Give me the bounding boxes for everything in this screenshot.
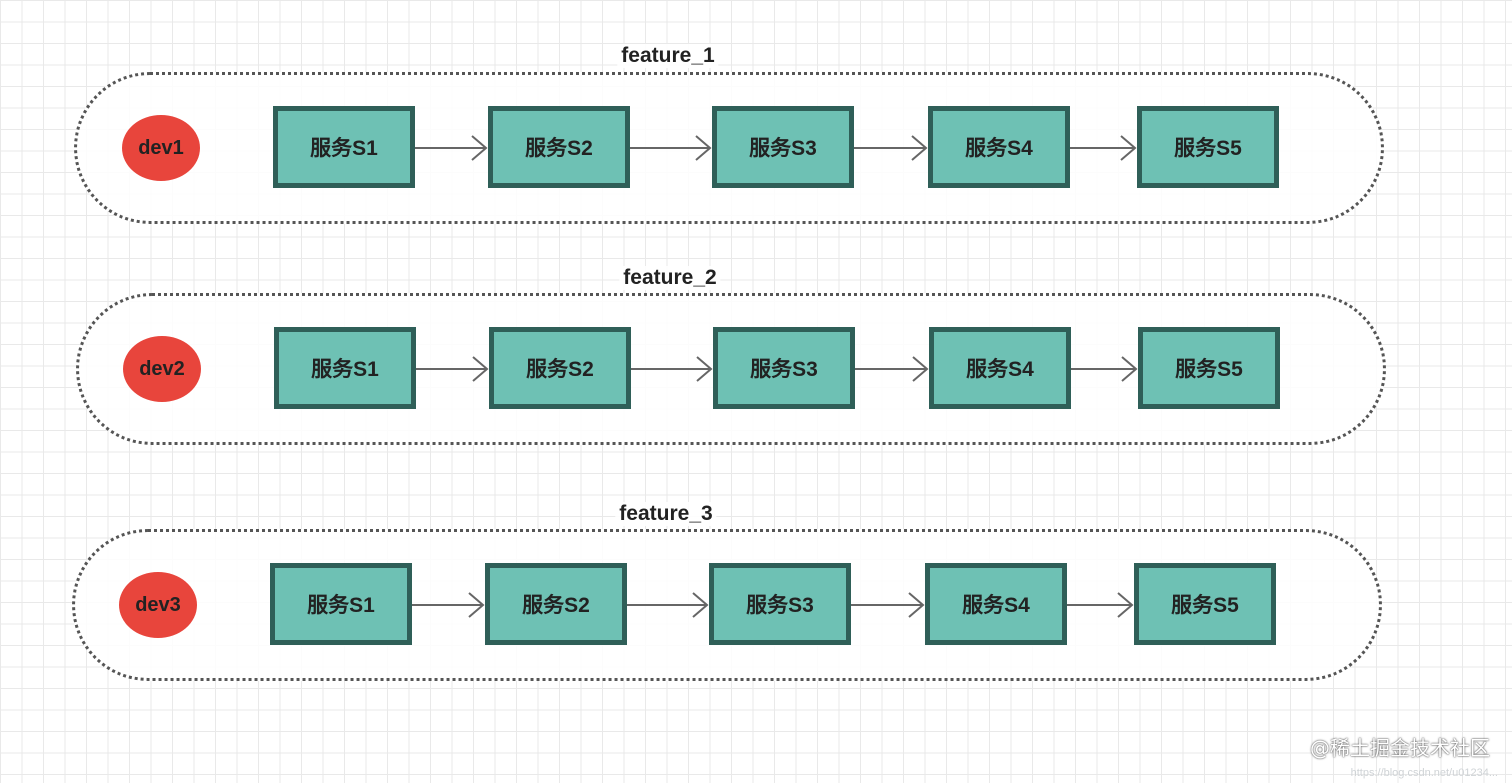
arrow-connector — [1070, 135, 1137, 161]
arrow-connector — [630, 135, 712, 161]
service-node: 服务S2 — [489, 327, 631, 409]
watermark: @稀土掘金技术社区 — [1310, 736, 1490, 760]
service-node: 服务S3 — [709, 563, 851, 645]
arrow-connector — [627, 592, 709, 618]
dev-badge: dev1 — [122, 115, 200, 181]
watermark-url: https://blog.csdn.net/u01234... — [1350, 767, 1498, 779]
service-node: 服务S3 — [712, 106, 854, 188]
arrow-connector — [1067, 592, 1134, 618]
service-node: 服务S2 — [488, 106, 630, 188]
dev-badge: dev3 — [119, 572, 197, 638]
arrow-connector — [854, 135, 928, 161]
feature-title: feature_3 — [615, 502, 717, 526]
feature-title: feature_1 — [617, 44, 719, 68]
service-node: 服务S4 — [929, 327, 1071, 409]
arrow-connector — [415, 135, 488, 161]
dev-badge: dev2 — [123, 336, 201, 402]
service-node: 服务S1 — [270, 563, 412, 645]
service-node: 服务S1 — [273, 106, 415, 188]
service-node: 服务S2 — [485, 563, 627, 645]
arrow-connector — [1071, 356, 1138, 382]
service-node: 服务S5 — [1138, 327, 1280, 409]
arrow-connector — [416, 356, 489, 382]
arrow-connector — [851, 592, 925, 618]
arrow-connector — [412, 592, 485, 618]
service-node: 服务S1 — [274, 327, 416, 409]
service-node: 服务S4 — [925, 563, 1067, 645]
feature-title: feature_2 — [619, 266, 721, 290]
service-node: 服务S4 — [928, 106, 1070, 188]
arrow-connector — [631, 356, 713, 382]
service-node: 服务S5 — [1134, 563, 1276, 645]
service-node: 服务S3 — [713, 327, 855, 409]
service-node: 服务S5 — [1137, 106, 1279, 188]
arrow-connector — [855, 356, 929, 382]
